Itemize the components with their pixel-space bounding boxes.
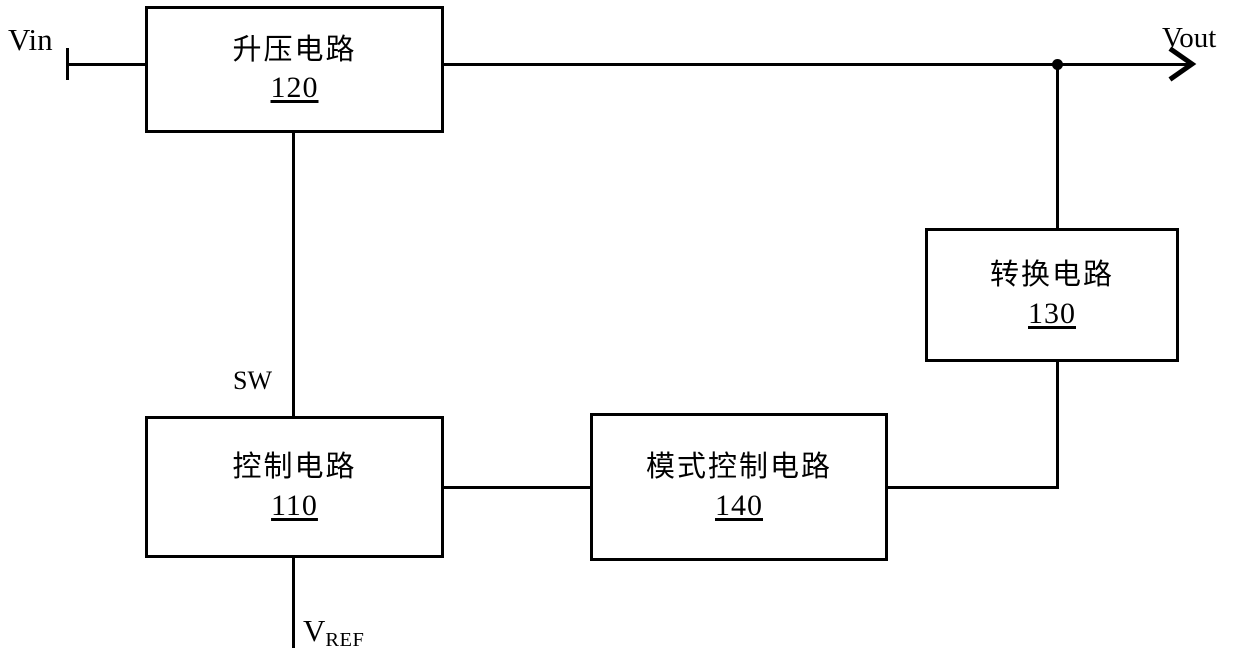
junction-dot-icon-vout-node xyxy=(1052,59,1063,70)
label-vref-main: V xyxy=(303,613,326,648)
block-title-140: 模式控制电路 xyxy=(645,449,832,484)
wire-sw-boost-to-control xyxy=(292,129,295,418)
block-mode-control-circuit-140[interactable]: 模式控制电路 140 xyxy=(590,413,888,561)
wire-control-to-mode-control xyxy=(440,486,592,489)
label-vin: Vin xyxy=(8,22,53,57)
wire-boost-to-vout xyxy=(440,63,1188,66)
terminal-tick-icon-vin xyxy=(66,48,69,80)
block-title-120: 升压电路 xyxy=(232,31,357,66)
wire-vout-to-conversion xyxy=(1056,64,1059,230)
wire-vref-from-control xyxy=(292,556,295,648)
block-boost-circuit-120[interactable]: 升压电路 120 xyxy=(145,6,444,133)
label-sw: SW xyxy=(233,366,272,395)
block-number-140: 140 xyxy=(715,488,763,522)
block-title-130: 转换电路 xyxy=(989,257,1114,292)
block-control-circuit-110[interactable]: 控制电路 110 xyxy=(145,416,444,558)
block-number-120: 120 xyxy=(270,71,319,105)
wire-vin-to-boost xyxy=(66,63,150,66)
wire-mode-control-to-conversion-branch xyxy=(885,486,1059,489)
block-number-130: 130 xyxy=(1028,296,1076,330)
label-vref: VREF xyxy=(303,613,365,651)
block-title-110: 控制电路 xyxy=(232,449,357,484)
block-number-110: 110 xyxy=(271,488,318,522)
arrow-right-icon-vout xyxy=(1166,46,1200,82)
block-conversion-circuit-130[interactable]: 转换电路 130 xyxy=(925,228,1179,362)
label-vout: Vout xyxy=(1162,22,1217,54)
wire-conversion-to-mode-control xyxy=(1056,360,1059,489)
label-vref-sub: REF xyxy=(325,628,365,651)
